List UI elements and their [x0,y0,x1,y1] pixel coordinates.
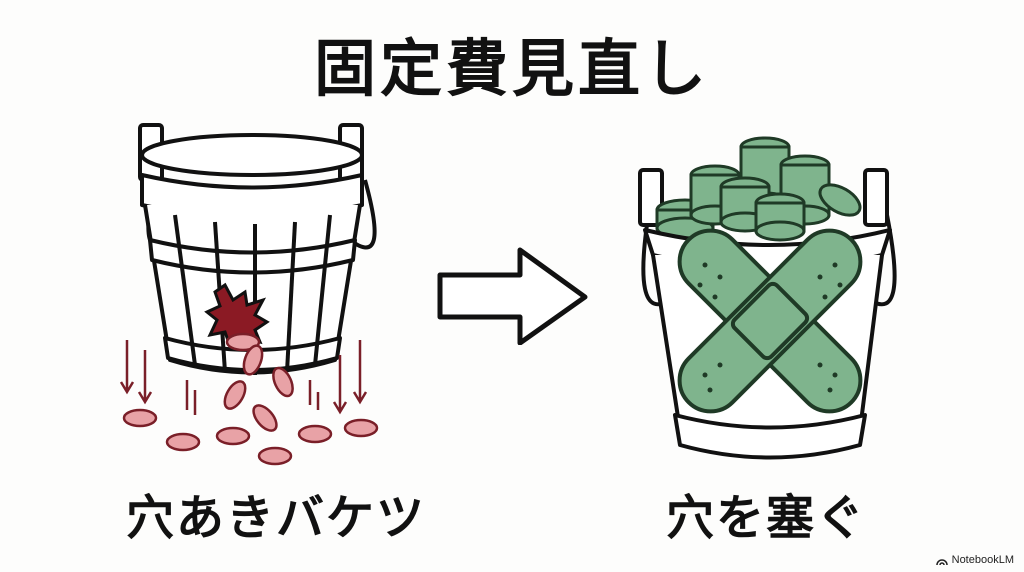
leaky-bucket-label: 穴あきバケツ [126,490,427,546]
leaky-bucket-icon [119,123,379,466]
page-title: 固定費見直し [313,32,710,105]
notebooklm-logo-icon [935,558,948,565]
credit-text: NotebookLM [951,554,1014,566]
credit-watermark: NotebookLM [935,554,1014,566]
patched-bucket-label: 穴を塞ぐ [666,490,867,546]
arrow-right-icon [437,247,588,345]
patched-bucket-icon [638,136,897,460]
